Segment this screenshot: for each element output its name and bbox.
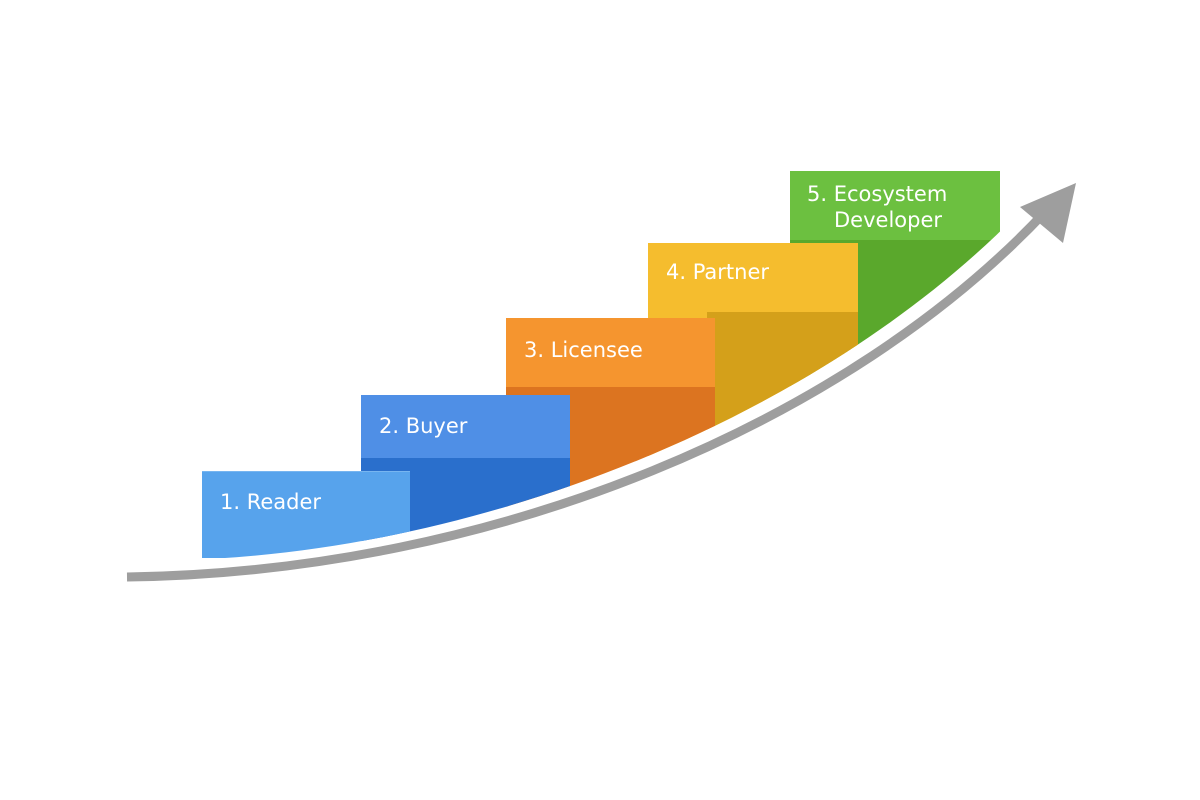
step-4-tread (648, 243, 858, 560)
step-1-edge (202, 471, 410, 472)
step-5-label-line2: Developer (834, 208, 942, 232)
step-5-label-line1: 5. Ecosystem (807, 182, 947, 206)
step-3-licensee (506, 318, 715, 560)
step-1-block (202, 471, 410, 558)
step-4-label: 4. Partner (666, 260, 769, 284)
growth-arrow-icon (126, 183, 1076, 582)
step-2-tread (361, 395, 570, 458)
step-5-tread (790, 171, 1000, 240)
step-3-label: 3. Licensee (524, 338, 643, 362)
step-1-label: 1. Reader (220, 490, 321, 514)
step-3-tread (506, 318, 715, 387)
step-4-partner (648, 243, 858, 560)
arrow-shaft (126, 208, 1049, 582)
step-5-ecosystem-developer (790, 171, 1000, 560)
step-4-riser (707, 312, 858, 560)
step-2-label: 2. Buyer (379, 414, 468, 438)
arrow-head (1020, 183, 1076, 243)
step-1-reader (202, 471, 410, 558)
